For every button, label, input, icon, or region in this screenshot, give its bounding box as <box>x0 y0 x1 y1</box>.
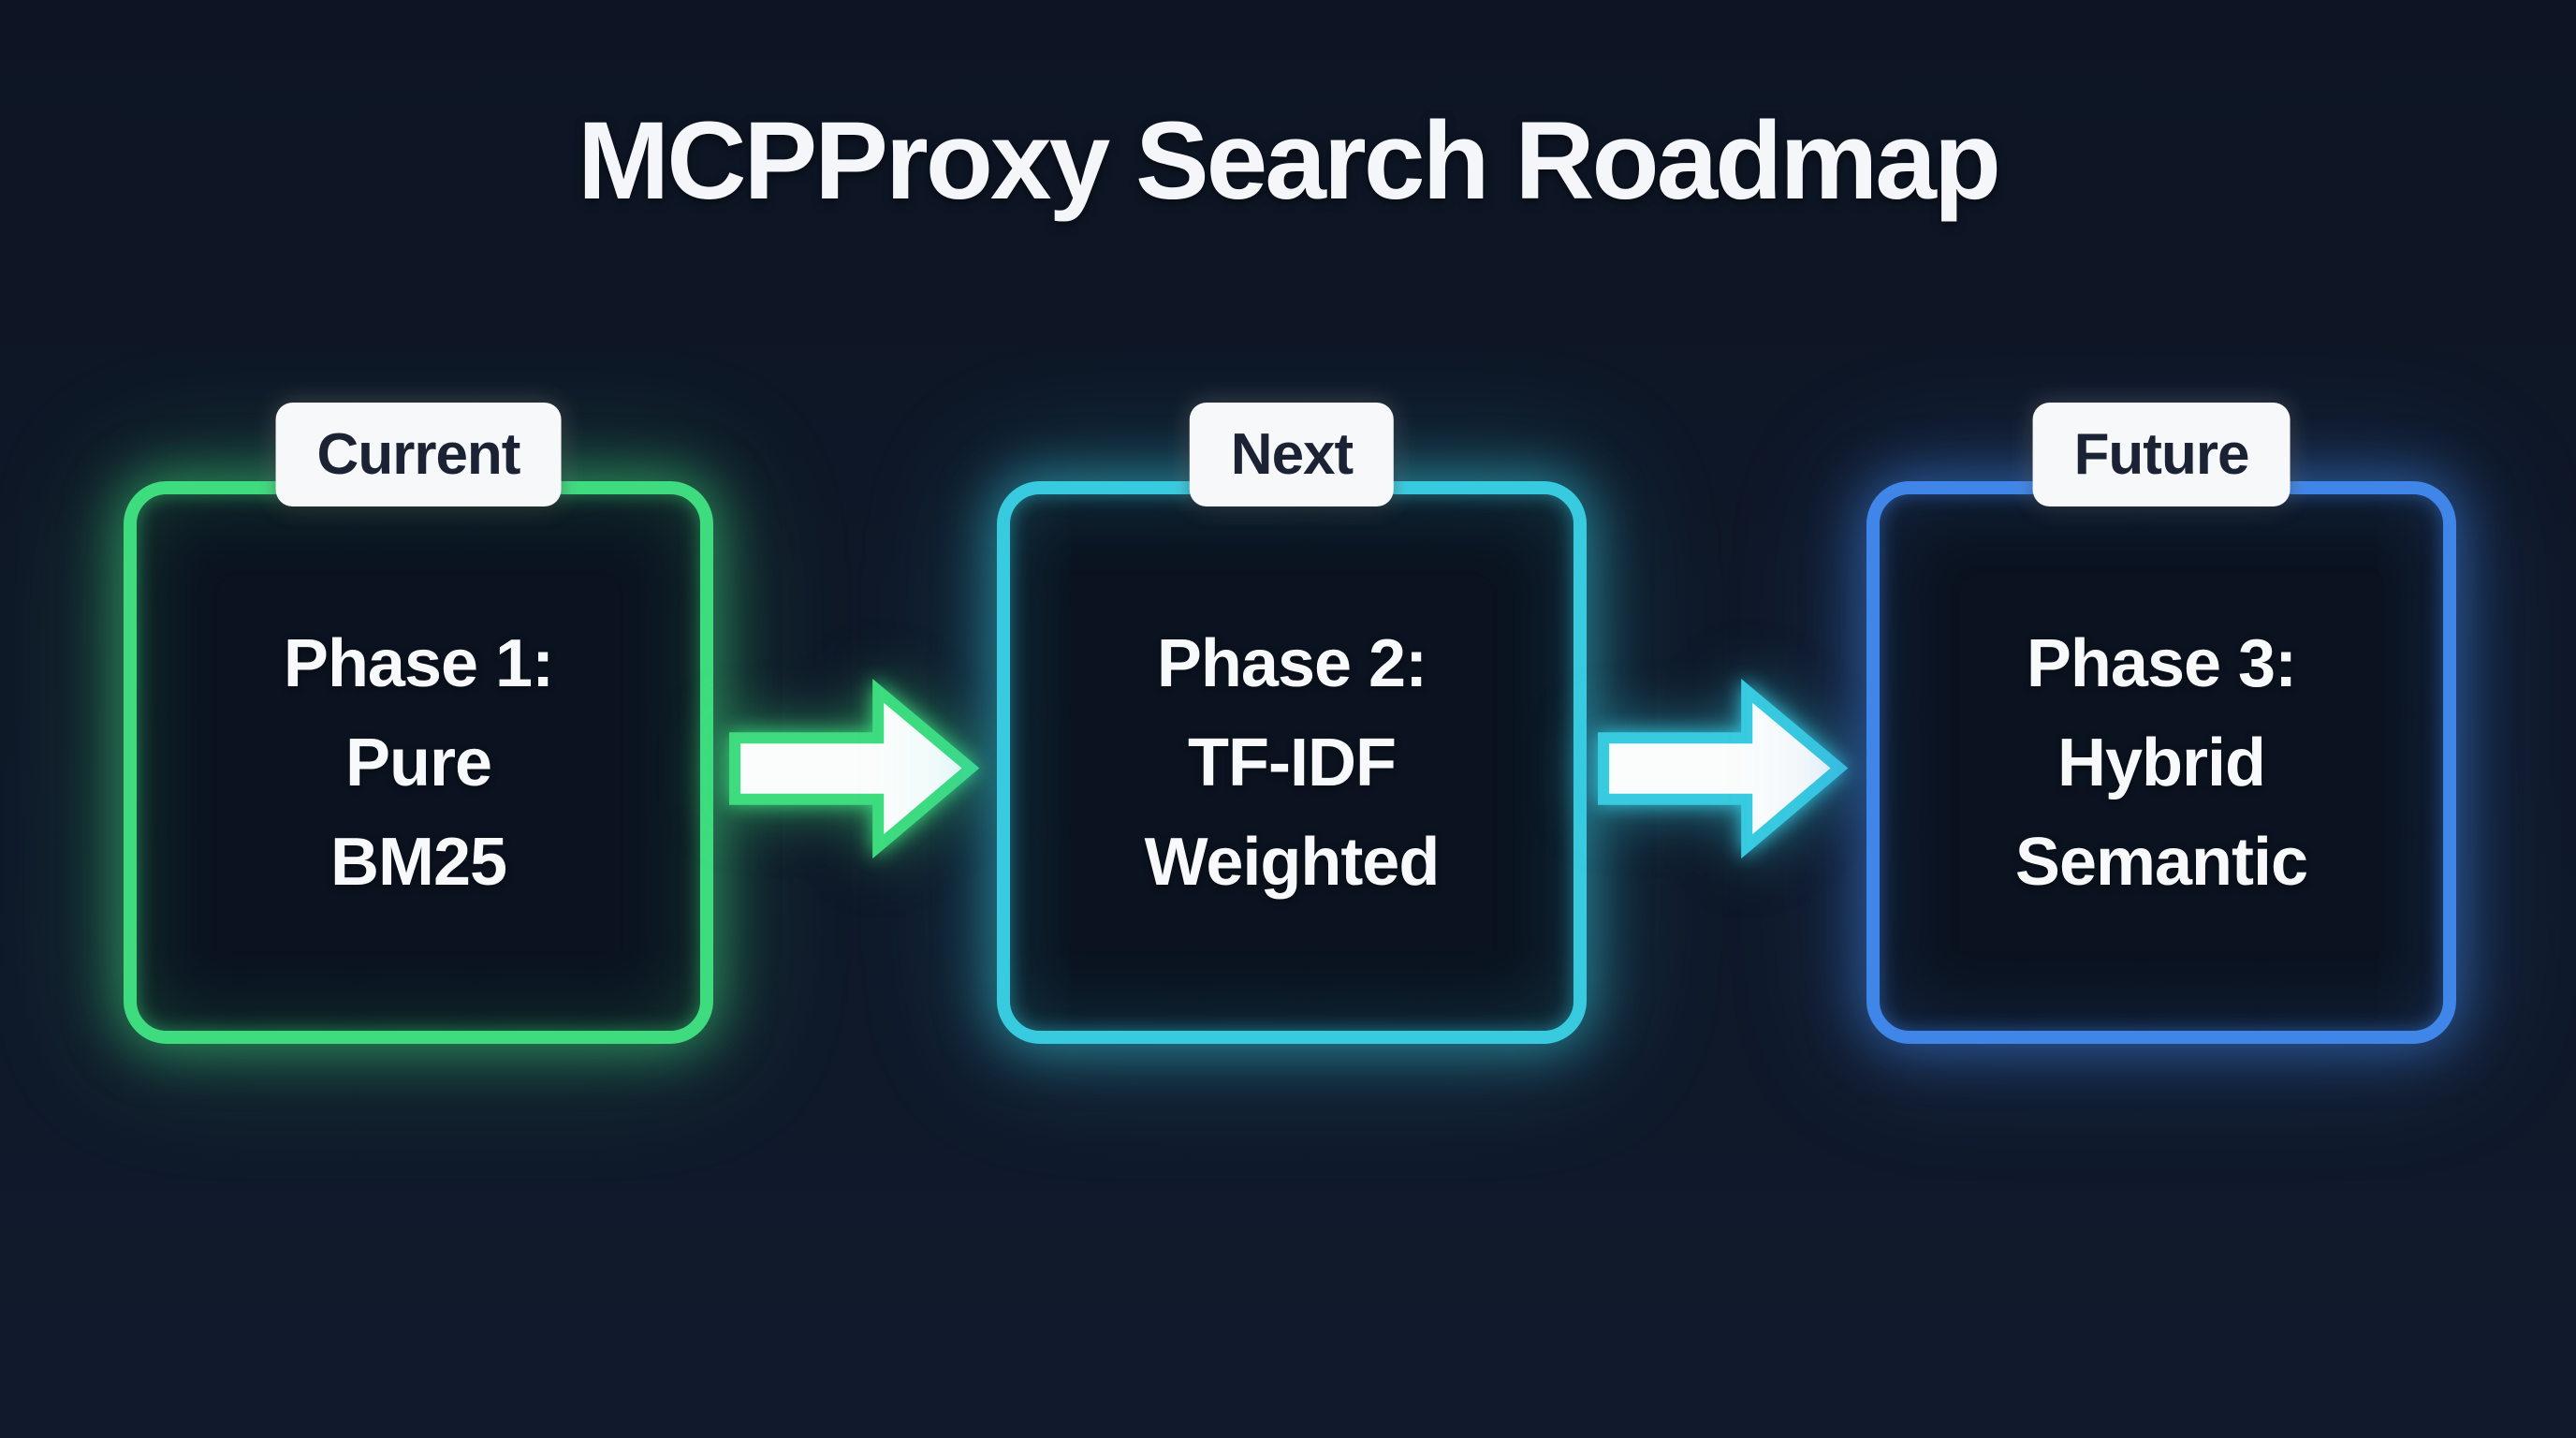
phase-3-status-badge: Future <box>2032 403 2291 506</box>
phase-2-label: Phase 2: TF-IDF Weighted <box>1144 614 1441 912</box>
phase-3-line-1: Phase 3: <box>2026 625 2297 701</box>
page-title: MCPProxy Search Roadmap <box>578 99 2001 223</box>
phase-3-line-3: Semantic <box>2014 824 2308 900</box>
phase-2-line-3: Weighted <box>1144 824 1441 900</box>
phase-3-label: Phase 3: Hybrid Semantic <box>2014 614 2308 912</box>
phase-2-line-2: TF-IDF <box>1188 725 1397 800</box>
phase-1-line-2: Pure <box>344 725 492 800</box>
arrow-right-icon <box>1596 678 1849 859</box>
phase-2-status-badge: Next <box>1189 403 1395 506</box>
phase-1-label: Phase 1: Pure BM25 <box>283 614 554 912</box>
phase-2-box: Next Phase 2: TF-IDF Weighted <box>997 403 1587 1044</box>
phase-1-status-badge: Current <box>275 403 562 506</box>
arrow-right-icon <box>727 678 980 859</box>
phase-1-line-3: BM25 <box>329 824 507 900</box>
phase-3-box: Future Phase 3: Hybrid Semantic <box>1866 403 2456 1044</box>
phase-1-line-1: Phase 1: <box>283 625 554 701</box>
phase-3-line-2: Hybrid <box>2056 725 2266 800</box>
phase-2-line-1: Phase 2: <box>1156 625 1427 701</box>
phase-1-box: Current Phase 1: Pure BM25 <box>124 403 713 1044</box>
